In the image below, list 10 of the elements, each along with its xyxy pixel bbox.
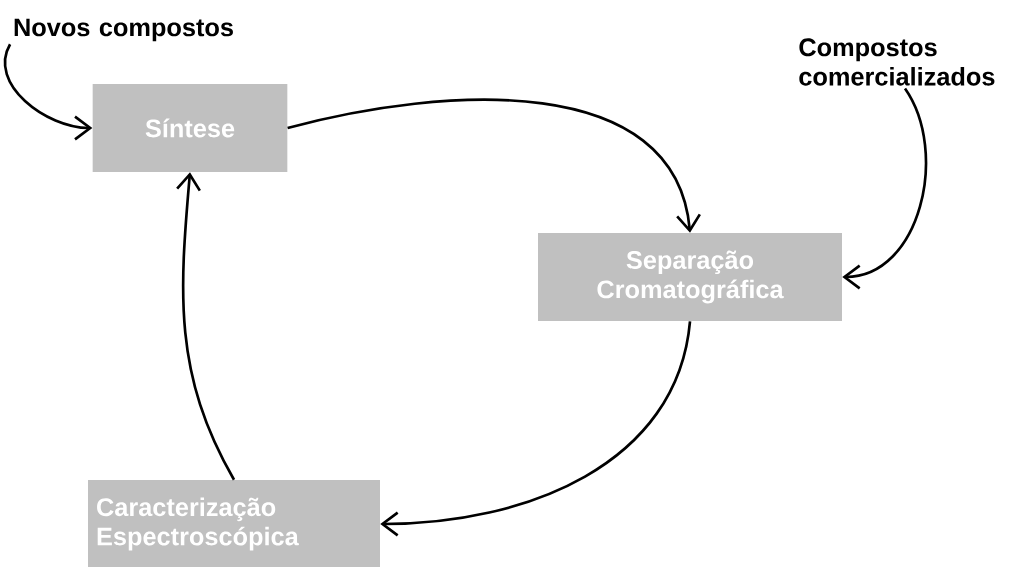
process-box: Separação Cromatográfica	[538, 233, 842, 321]
arrow	[380, 321, 692, 537]
text-label: Compostos comercializados	[799, 38, 995, 86]
arrow	[287, 98, 701, 233]
arrow	[842, 87, 928, 290]
process-box: Caracterização Espectroscópica	[88, 480, 380, 567]
arrow	[176, 172, 236, 481]
process-box: Síntese	[92, 84, 288, 172]
arrow	[3, 43, 93, 141]
text-label: Novos compostos	[14, 18, 233, 42]
